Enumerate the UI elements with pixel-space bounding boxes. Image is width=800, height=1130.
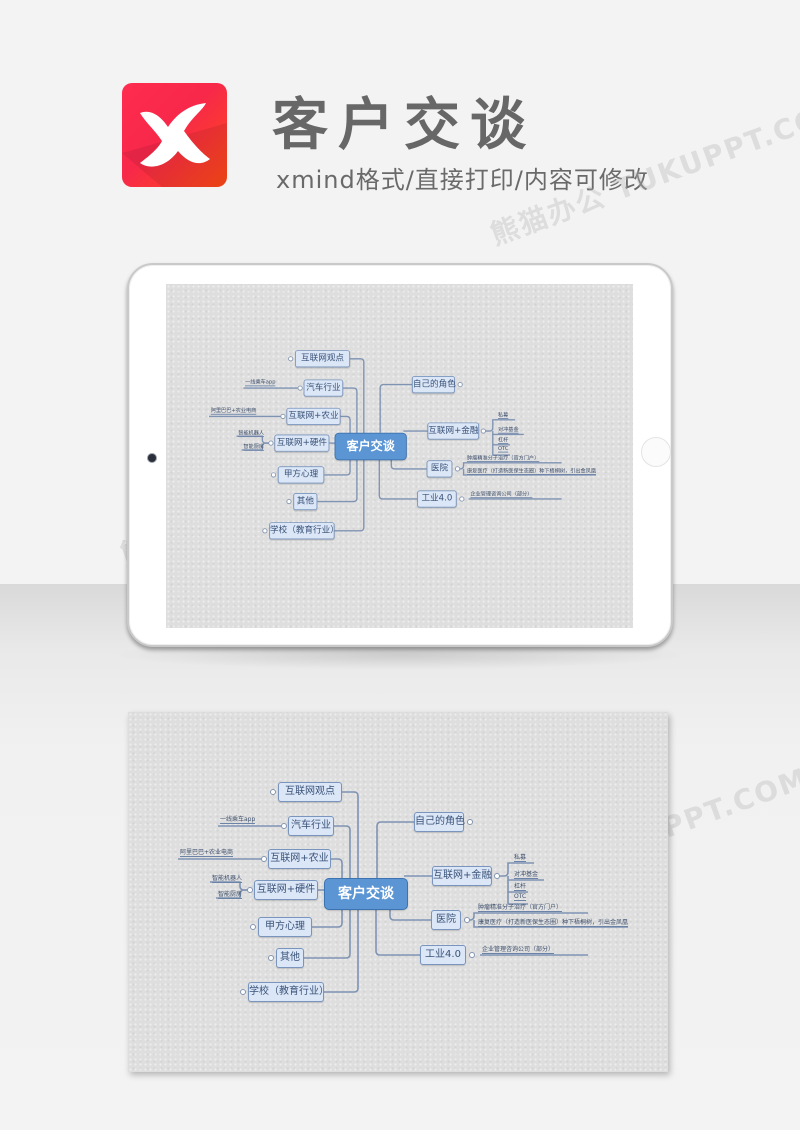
collapse-toggle[interactable]: [261, 856, 267, 862]
collapse-toggle[interactable]: [454, 466, 461, 472]
branch-internet-hardware[interactable]: 互联网+硬件: [274, 434, 330, 452]
branch-internet-agriculture[interactable]: 互联网+农业: [268, 849, 331, 869]
leaf-node[interactable]: 一线乘车app: [245, 379, 276, 387]
collapse-toggle[interactable]: [268, 440, 274, 446]
collapse-toggle[interactable]: [262, 528, 268, 534]
connector-lines: [178, 791, 628, 993]
collapse-toggle[interactable]: [457, 382, 463, 388]
leaf-node[interactable]: 康复医疗（打造新医保生态圈）种下梧桐树，引出金凤凰: [478, 919, 629, 927]
collapse-toggle[interactable]: [469, 952, 475, 958]
leaf-node[interactable]: 阿里巴巴+农业电商: [210, 407, 257, 415]
branch-internet-hardware[interactable]: 互联网+硬件: [254, 880, 318, 900]
branch-industry-4[interactable]: 工业4.0: [420, 945, 466, 965]
branch-school[interactable]: 学校（教育行业）: [269, 522, 339, 540]
leaf-node[interactable]: 智能厨房: [218, 891, 243, 899]
collapse-toggle[interactable]: [240, 989, 246, 995]
camera-icon: [148, 454, 156, 462]
collapse-toggle[interactable]: [464, 917, 470, 923]
leaf-node[interactable]: 私募: [497, 412, 509, 419]
collapse-toggle[interactable]: [270, 789, 276, 795]
branch-internet-view[interactable]: 互联网观点: [278, 782, 342, 802]
leaf-node[interactable]: OTC: [514, 893, 527, 901]
branch-school[interactable]: 学校（教育行业）: [248, 982, 329, 1002]
collapse-toggle[interactable]: [247, 887, 253, 893]
branch-other[interactable]: 其他: [293, 492, 318, 511]
leaf-node[interactable]: 杠杆: [497, 437, 509, 444]
collapse-toggle[interactable]: [281, 823, 287, 829]
branch-own-role[interactable]: 自己的角色: [414, 812, 465, 832]
collapse-toggle[interactable]: [280, 413, 286, 419]
leaf-node[interactable]: 肿瘤精准分子治疗（官方门户）: [478, 904, 563, 912]
branch-auto-industry[interactable]: 汽车行业: [303, 379, 344, 397]
leaf-node[interactable]: 智能机器人: [238, 430, 265, 438]
leaf-node[interactable]: 肿瘤精准分子治疗（官方门户）: [467, 455, 540, 462]
collapse-toggle[interactable]: [494, 873, 500, 879]
branch-hospital[interactable]: 医院: [426, 460, 453, 478]
page-subtitle: xmind格式/直接打印/内容可修改: [276, 166, 649, 194]
collapse-toggle[interactable]: [297, 385, 303, 391]
leaf-node[interactable]: 企业管理咨询公司（部分）: [470, 491, 533, 499]
branch-internet-finance[interactable]: 互联网+金融: [432, 866, 492, 886]
collapse-toggle[interactable]: [270, 472, 277, 478]
leaf-node[interactable]: 对冲基金: [497, 426, 519, 434]
leaf-node[interactable]: 对冲基金: [514, 871, 539, 879]
branch-client-psychology[interactable]: 甲方心理: [277, 466, 325, 484]
branch-auto-industry[interactable]: 汽车行业: [288, 816, 334, 836]
root-node[interactable]: 客户交谈: [324, 878, 408, 910]
connector-lines: [209, 358, 597, 532]
ipad-mockup: 客户交谈 互联网观点 汽车行业 一线乘车app 互联网+农业 阿里巴巴+农业电商…: [127, 263, 673, 647]
collapse-toggle[interactable]: [480, 428, 486, 434]
branch-client-psychology[interactable]: 甲方心理: [258, 917, 312, 937]
leaf-node[interactable]: 智能机器人: [212, 875, 243, 883]
branch-own-role[interactable]: 自己的角色: [411, 376, 456, 394]
collapse-toggle[interactable]: [467, 819, 473, 825]
leaf-node[interactable]: 智能厨房: [243, 443, 265, 451]
branch-industry-4[interactable]: 工业4.0: [417, 490, 457, 508]
collapse-toggle[interactable]: [459, 496, 465, 502]
collapse-toggle[interactable]: [268, 955, 274, 961]
root-node[interactable]: 客户交谈: [334, 432, 407, 461]
branch-hospital[interactable]: 医院: [431, 910, 461, 930]
leaf-node[interactable]: OTC: [497, 445, 509, 453]
mindmap-card: 客户交谈 互联网观点 汽车行业 一线乘车app 互联网+农业 阿里巴巴+农业电商…: [128, 712, 668, 1072]
collapse-toggle[interactable]: [288, 356, 294, 362]
ipad-screen: 客户交谈 互联网观点 汽车行业 一线乘车app 互联网+农业 阿里巴巴+农业电商…: [166, 284, 633, 628]
branch-internet-finance[interactable]: 互联网+金融: [427, 422, 480, 440]
branch-internet-agriculture[interactable]: 互联网+农业: [286, 407, 341, 426]
page-title: 客户交谈: [272, 93, 536, 158]
leaf-node[interactable]: 企业管理咨询公司（部分）: [482, 946, 555, 954]
leaf-node[interactable]: 阿里巴巴+农业电商: [180, 849, 234, 857]
collapse-toggle[interactable]: [286, 498, 292, 505]
leaf-node[interactable]: 康复医疗（打造新医保生态圈）种下梧桐树，引出金凤凰: [467, 468, 597, 475]
xmind-logo-icon: [122, 83, 227, 187]
leaf-node[interactable]: 一线乘车app: [220, 816, 256, 824]
leaf-node[interactable]: 私募: [514, 854, 527, 862]
leaf-node[interactable]: 杠杆: [514, 883, 527, 891]
home-button[interactable]: [641, 437, 671, 467]
branch-internet-view[interactable]: 互联网观点: [295, 350, 351, 368]
branch-other[interactable]: 其他: [276, 948, 304, 968]
collapse-toggle[interactable]: [250, 924, 256, 930]
